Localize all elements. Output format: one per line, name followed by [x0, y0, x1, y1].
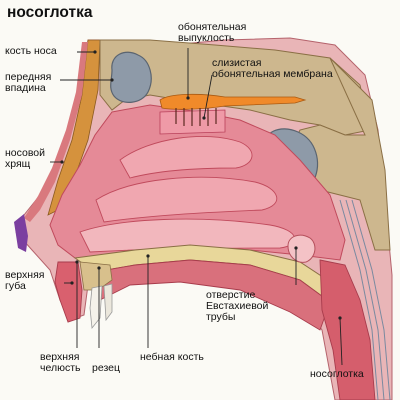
label-incisor: резец — [92, 362, 120, 374]
olfactory-bulb-shape — [159, 93, 307, 110]
label-upper-lip-line-1: верхняя — [5, 269, 45, 281]
label-palatine-bone: небная кость — [140, 351, 204, 363]
middle-turbinate — [95, 176, 278, 223]
label-eustachian-tube-line-3: трубы — [206, 311, 236, 323]
eustachian-tube-opening — [287, 234, 316, 263]
olfactory-nerves — [175, 108, 217, 126]
nasopharynx-lumen — [319, 259, 376, 400]
label-upper-jaw-line-1: верхняя — [40, 351, 80, 363]
label-eustachian-tube-line-2: Евстахиевой — [206, 300, 269, 312]
label-nasal-cartilage: носовой хрящ — [5, 148, 45, 170]
oral-cavity — [94, 259, 331, 331]
nasal-cartilage-shape — [14, 214, 28, 252]
upper-lip-shape — [54, 261, 83, 323]
anterior-sinus — [110, 51, 152, 103]
label-eustachian-tube: отверстие Евстахиевой трубы — [206, 290, 268, 323]
label-olfactory-bulb-line-2: выпуклость — [178, 32, 235, 44]
label-upper-lip-line-2: губа — [5, 280, 26, 292]
label-olfactory-membrane-line-1: слизистая — [212, 57, 262, 69]
label-anterior-sinus-line-1: передняя — [5, 71, 52, 83]
incisor-shape-2 — [103, 283, 113, 322]
label-upper-jaw-line-2: челюсть — [40, 362, 81, 374]
label-upper-lip: верхняя губа — [5, 270, 44, 292]
label-nasal-cartilage-line-1: носовой — [5, 147, 46, 159]
nasal-skin-edge — [24, 42, 88, 222]
label-olfactory-bulb: обонятельная выпуклость — [178, 22, 246, 44]
label-nasopharynx: носоглотка — [310, 368, 364, 380]
label-olfactory-bulb-line-1: обонятельная — [178, 21, 247, 33]
upper-turbinate — [119, 135, 253, 179]
diagram-title: носоглотка — [7, 4, 93, 21]
nasopharynx-wall — [339, 199, 391, 400]
label-anterior-sinus-line-2: впадина — [5, 82, 46, 94]
leader-lines — [50, 48, 343, 366]
label-nasal-bone: кость носа — [5, 45, 57, 57]
label-nasal-cartilage-line-2: хрящ — [5, 158, 31, 170]
incisor-shape — [89, 285, 103, 330]
leader-dots — [60, 50, 342, 320]
label-olfactory-membrane: слизистая обонятельная мембрана — [212, 58, 333, 80]
upper-jaw-shape — [79, 261, 113, 291]
label-eustachian-tube-line-1: отверстие — [206, 289, 256, 301]
label-anterior-sinus: передняя впадина — [5, 72, 51, 94]
label-olfactory-membrane-line-2: обонятельная мембрана — [212, 68, 333, 80]
label-upper-jaw: верхняя челюсть — [40, 352, 81, 374]
